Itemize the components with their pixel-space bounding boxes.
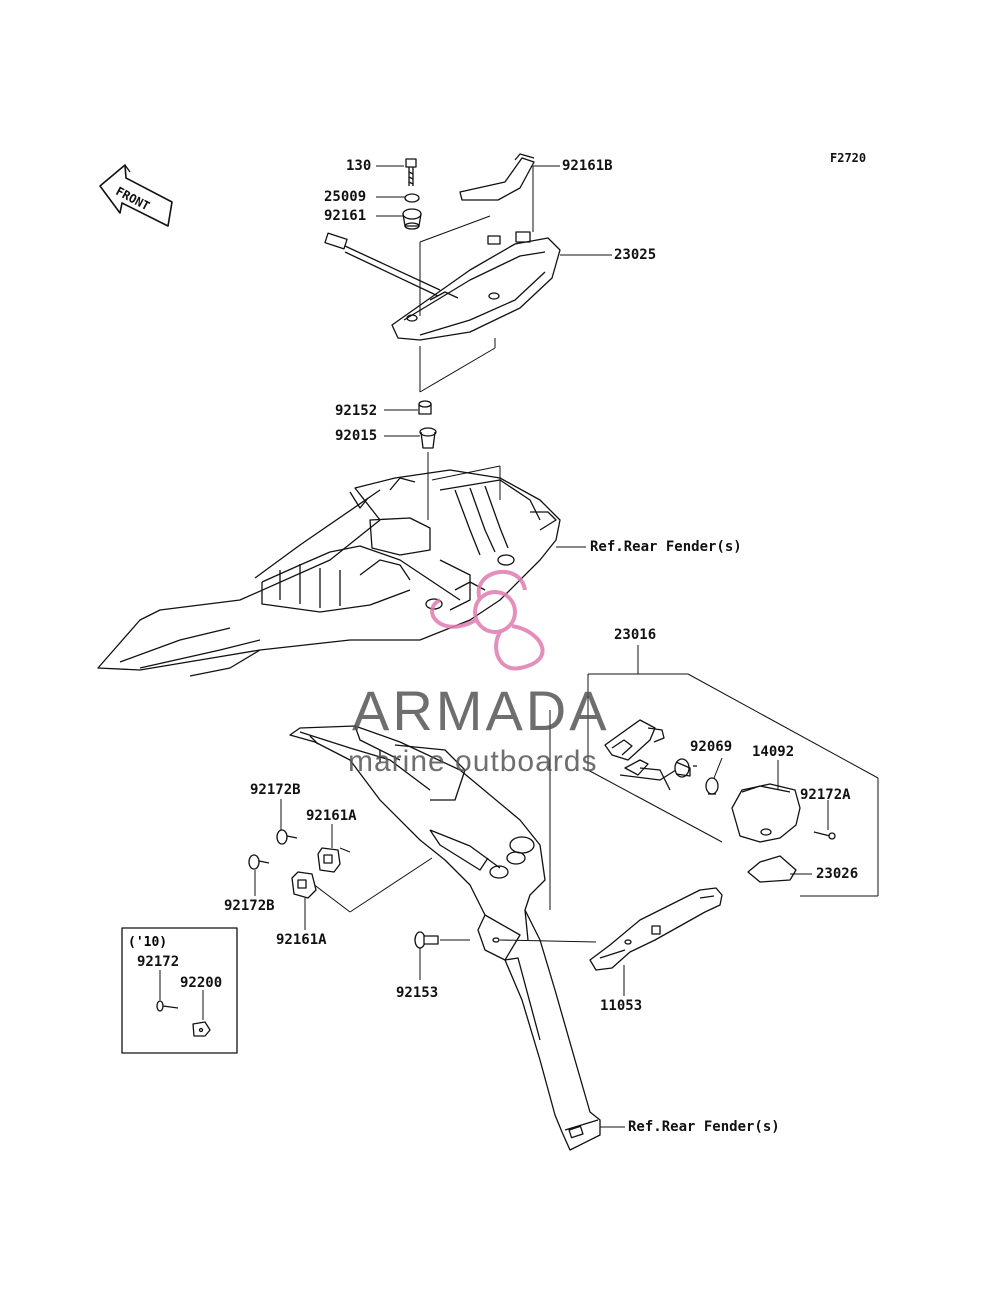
label-92069[interactable]: 92069 xyxy=(690,739,733,755)
label-25009[interactable]: 25009 xyxy=(324,189,367,205)
taillight-box-23016 xyxy=(587,645,879,897)
label-92161A-bottom[interactable]: 92161A xyxy=(276,932,327,948)
taillight-socket xyxy=(604,719,677,791)
front-arrow-icon xyxy=(99,164,173,227)
screw-92172B-upper xyxy=(276,829,298,845)
diagram-code: F2720 xyxy=(830,151,867,165)
assembly-lines-top xyxy=(419,215,496,393)
grommet-92161A-lower xyxy=(291,871,317,899)
label-92161A-top[interactable]: 92161A xyxy=(306,808,357,824)
label-23025[interactable]: 23025 xyxy=(614,247,657,263)
bush-92015 xyxy=(419,427,437,449)
label-23026[interactable]: 23026 xyxy=(816,866,859,882)
label-ref-rear-fender-top[interactable]: Ref.Rear Fender(s) xyxy=(590,539,742,555)
assembly-lines-mid xyxy=(427,452,501,520)
screw-92172A xyxy=(813,831,836,840)
tail-bracket-frame xyxy=(289,725,601,1151)
watermark-subtitle: marine outboards xyxy=(348,745,598,778)
license-bracket-11053 xyxy=(589,887,723,971)
grommet-92161 xyxy=(402,208,422,230)
reflector-23026 xyxy=(747,855,797,883)
assembly-lines-low xyxy=(299,710,597,943)
collar-92152 xyxy=(418,400,432,415)
label-92152[interactable]: 92152 xyxy=(335,403,378,419)
label-92172[interactable]: 92172 xyxy=(137,954,180,970)
bolt-130 xyxy=(405,158,417,186)
label-92172A[interactable]: 92172A xyxy=(800,787,851,803)
screw-92172 xyxy=(156,1000,179,1012)
label-92015[interactable]: 92015 xyxy=(335,428,378,444)
label-92153[interactable]: 92153 xyxy=(396,985,439,1001)
screw-92172B-lower xyxy=(248,854,270,870)
label-14092[interactable]: 14092 xyxy=(752,744,795,760)
inset-box xyxy=(121,927,238,1054)
label-ref-rear-fender-bottom[interactable]: Ref.Rear Fender(s) xyxy=(628,1119,780,1135)
label-23016[interactable]: 23016 xyxy=(614,627,657,643)
rear-fender-ref xyxy=(97,469,561,677)
rubber-damper-92161B xyxy=(459,153,535,201)
lens-14092 xyxy=(731,783,801,843)
inset-note: ('10) xyxy=(128,935,168,950)
wire-harness xyxy=(324,232,441,297)
watermark-title: ARMADA xyxy=(352,679,610,742)
washer-92200 xyxy=(192,1021,211,1037)
bulb-socket xyxy=(674,758,697,778)
label-92161B[interactable]: 92161B xyxy=(562,158,613,174)
tail-cover-23025 xyxy=(391,231,561,341)
grommet-92161A-upper xyxy=(317,847,341,873)
bolt-92153 xyxy=(414,931,439,949)
watermark-propeller-icon xyxy=(430,570,545,671)
label-130[interactable]: 130 xyxy=(346,158,372,174)
washer-25009 xyxy=(404,193,420,203)
bulb-92069 xyxy=(705,777,719,795)
label-92172B-top[interactable]: 92172B xyxy=(250,782,301,798)
leader-lines xyxy=(159,165,829,1128)
label-92161[interactable]: 92161 xyxy=(324,208,367,224)
label-92172B-bottom[interactable]: 92172B xyxy=(224,898,275,914)
label-11053[interactable]: 11053 xyxy=(600,998,643,1014)
label-92200[interactable]: 92200 xyxy=(180,975,223,991)
